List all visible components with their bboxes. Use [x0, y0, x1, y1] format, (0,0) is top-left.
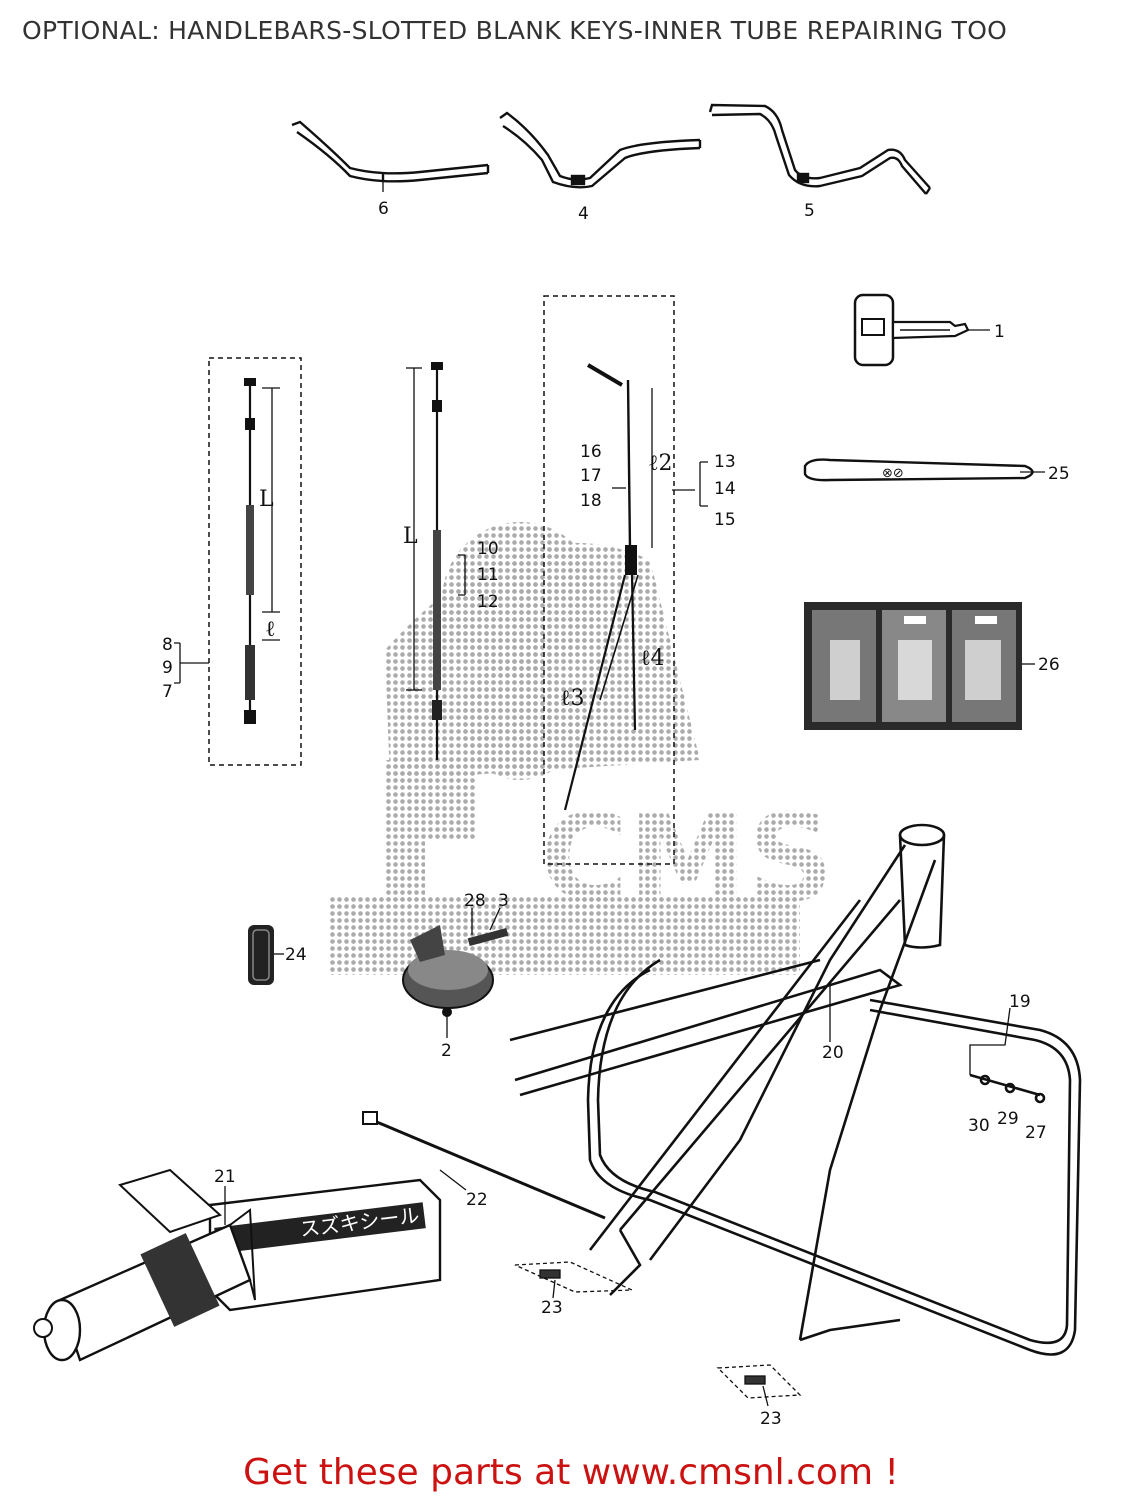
- dim-L-1: L: [259, 487, 274, 512]
- rod-22: [362, 1111, 606, 1220]
- callout-26: 26: [1038, 655, 1060, 675]
- callout-11: 11: [477, 565, 499, 585]
- dim-l4: ℓ4: [640, 646, 665, 671]
- callout-24: 24: [285, 945, 307, 965]
- dim-l3: ℓ3: [560, 686, 585, 711]
- callout-9: 9: [162, 658, 173, 678]
- lock-part-2: [402, 925, 509, 1017]
- svg-text:⊗⊘: ⊗⊘: [882, 466, 904, 481]
- callout-8: 8: [162, 635, 173, 655]
- cable-assy-13: ℓ2 ℓ3 ℓ4: [543, 295, 675, 865]
- callout-7: 7: [162, 682, 173, 702]
- bolt-23-b: [716, 1364, 802, 1399]
- callout-13: 13: [714, 452, 736, 472]
- callout-3: 3: [498, 891, 509, 911]
- diagram-title: OPTIONAL: HANDLEBARS-SLOTTED BLANK KEYS-…: [22, 16, 1008, 45]
- callout-20: 20: [822, 1043, 844, 1063]
- callout-22: 22: [466, 1190, 488, 1210]
- callout-16: 16: [580, 442, 602, 462]
- callout-15: 15: [714, 510, 736, 530]
- callout-23-a: 23: [541, 1298, 563, 1318]
- callout-25: 25: [1048, 464, 1070, 484]
- cable-assy-7: L ℓ: [208, 357, 302, 766]
- callout-17: 17: [580, 466, 602, 486]
- repair-kit-26: [804, 602, 1022, 730]
- tire-lever-25: ⊗⊘: [803, 458, 1034, 482]
- callout-1: 1: [994, 322, 1005, 342]
- frame-19: [509, 823, 1082, 1356]
- callout-14: 14: [714, 479, 736, 499]
- callout-21: 21: [214, 1167, 236, 1187]
- tube-24: [248, 925, 274, 985]
- callout-23-b: 23: [760, 1409, 782, 1429]
- watermark-logo: CMS: [330, 522, 834, 975]
- callout-28: 28: [464, 891, 486, 911]
- glue-kit-21: スズキシール: [33, 1168, 442, 1362]
- callout-labels: 6 4 5 1 16 17 18 13 14 15 25 8 9 7 10 11…: [162, 199, 1070, 1429]
- callout-30: 30: [968, 1116, 990, 1136]
- callout-27: 27: [1025, 1123, 1047, 1143]
- bolt-23-a: [514, 1261, 633, 1293]
- callout-5: 5: [804, 201, 815, 221]
- callout-2: 2: [441, 1041, 452, 1061]
- dim-L-2: L: [403, 524, 418, 549]
- handlebar-5: [708, 103, 931, 195]
- callout-19: 19: [1009, 992, 1031, 1012]
- watermark-text: CMS: [540, 790, 834, 929]
- handlebar-4: [499, 111, 702, 189]
- callout-4: 4: [578, 204, 589, 224]
- footer-link-text[interactable]: Get these parts at www.cmsnl.com !: [243, 1452, 899, 1493]
- callout-6: 6: [378, 199, 389, 219]
- key-part-1: [853, 293, 970, 367]
- handlebar-6: [291, 120, 490, 183]
- dim-l-1: ℓ: [265, 617, 276, 642]
- callout-10: 10: [477, 539, 499, 559]
- callout-12: 12: [477, 592, 499, 612]
- dim-l2: ℓ2: [648, 451, 673, 476]
- leader-lines: [174, 182, 1045, 1407]
- callout-29: 29: [997, 1109, 1019, 1129]
- callout-18: 18: [580, 491, 602, 511]
- cable-assy-10: L: [403, 362, 443, 760]
